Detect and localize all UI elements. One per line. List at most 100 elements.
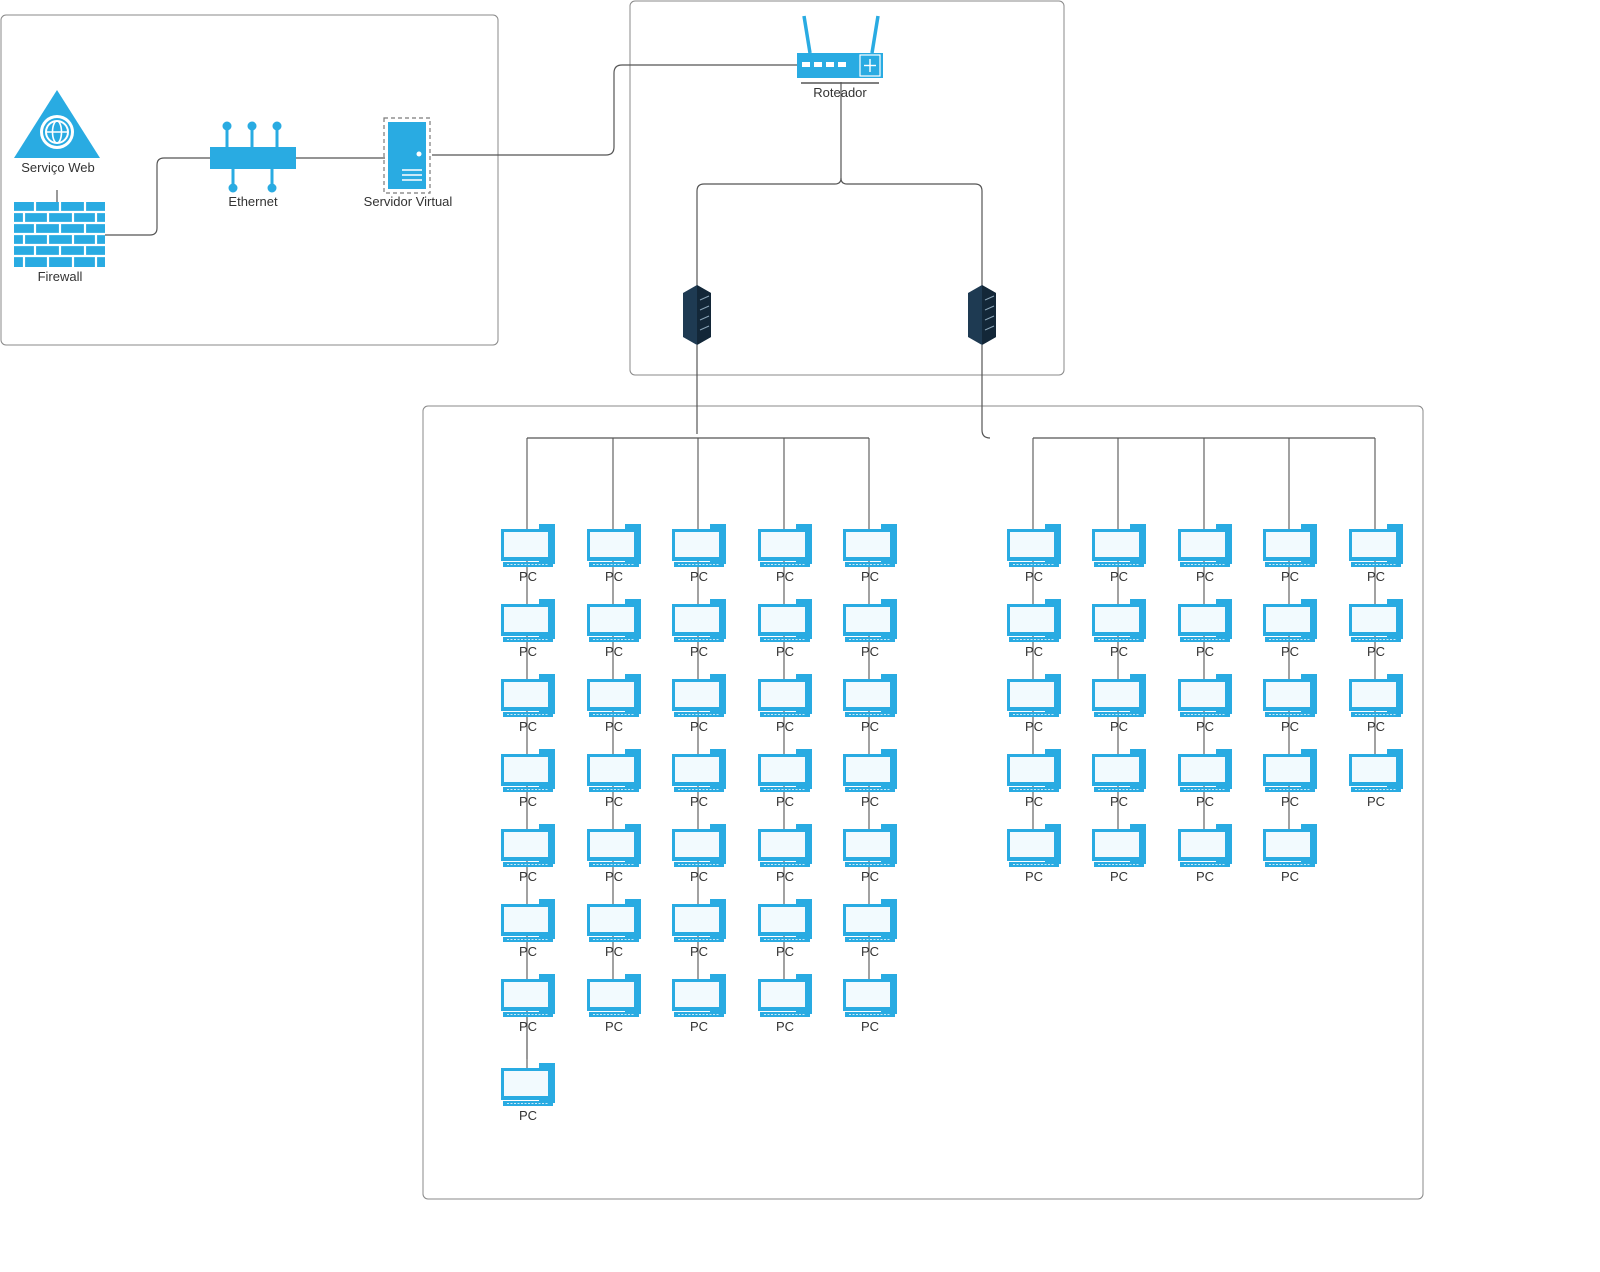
- pc-node[interactable]: PC: [1092, 824, 1146, 884]
- web-service-label: Serviço Web: [21, 160, 94, 175]
- pc-label: PC: [1196, 719, 1214, 734]
- pc-node[interactable]: PC: [1263, 524, 1317, 584]
- pc-label: PC: [1025, 794, 1043, 809]
- pc-label: PC: [1196, 644, 1214, 659]
- connector-firewall-ethernet: [105, 157, 210, 236]
- pc-node[interactable]: PC: [1263, 599, 1317, 659]
- pc-node[interactable]: PC: [758, 749, 812, 809]
- desktop-computer-icon: [587, 524, 641, 567]
- pc-node[interactable]: PC: [1007, 824, 1061, 884]
- pc-label: PC: [605, 869, 623, 884]
- pc-node[interactable]: PC: [758, 824, 812, 884]
- pc-node[interactable]: PC: [1178, 674, 1232, 734]
- desktop-computer-icon: [1349, 674, 1403, 717]
- pc-node[interactable]: PC: [1092, 674, 1146, 734]
- pc-node[interactable]: PC: [843, 974, 897, 1034]
- web-service-node[interactable]: Serviço Web: [14, 90, 100, 175]
- pc-layer: PC PC PC PC PC PC PC PC PC PC PC PC PC PC PC PC PC PC PC PC…: [501, 524, 1403, 1123]
- desktop-computer-icon: [1092, 599, 1146, 642]
- pc-label: PC: [776, 944, 794, 959]
- desktop-computer-icon: [672, 524, 726, 567]
- pc-node[interactable]: PC: [587, 749, 641, 809]
- pc-node[interactable]: PC: [843, 524, 897, 584]
- pc-node[interactable]: PC: [843, 674, 897, 734]
- pc-node[interactable]: PC: [501, 824, 555, 884]
- pc-node[interactable]: PC: [587, 599, 641, 659]
- switch-left-node[interactable]: [683, 285, 711, 345]
- connector-router-trunk: [696, 82, 842, 286]
- pc-node[interactable]: PC: [672, 974, 726, 1034]
- pc-node[interactable]: PC: [672, 749, 726, 809]
- pc-node[interactable]: PC: [672, 524, 726, 584]
- desktop-computer-icon: [501, 974, 555, 1017]
- pc-node[interactable]: PC: [1007, 524, 1061, 584]
- pc-node[interactable]: PC: [758, 899, 812, 959]
- pc-label: PC: [1367, 719, 1385, 734]
- pc-node[interactable]: PC: [1349, 674, 1403, 734]
- pc-node[interactable]: PC: [758, 674, 812, 734]
- firewall-node[interactable]: Firewall: [14, 202, 105, 284]
- desktop-computer-icon: [672, 974, 726, 1017]
- pc-node[interactable]: PC: [587, 674, 641, 734]
- pc-node[interactable]: PC: [758, 524, 812, 584]
- pc-node[interactable]: PC: [843, 899, 897, 959]
- pc-node[interactable]: PC: [1092, 749, 1146, 809]
- router-node[interactable]: Roteador: [797, 15, 883, 100]
- pc-node[interactable]: PC: [501, 974, 555, 1034]
- pc-node[interactable]: PC: [672, 599, 726, 659]
- pc-node[interactable]: PC: [1349, 524, 1403, 584]
- ethernet-node[interactable]: Ethernet: [210, 121, 296, 209]
- pc-node[interactable]: PC: [587, 899, 641, 959]
- pc-node[interactable]: PC: [1178, 824, 1232, 884]
- desktop-computer-icon: [1092, 524, 1146, 567]
- virtual-server-node[interactable]: Servidor Virtual: [364, 117, 453, 209]
- pc-node[interactable]: PC: [1263, 824, 1317, 884]
- pc-node[interactable]: PC: [1092, 524, 1146, 584]
- pc-node[interactable]: PC: [758, 974, 812, 1034]
- pc-node[interactable]: PC: [1007, 599, 1061, 659]
- pc-node[interactable]: PC: [587, 974, 641, 1034]
- pc-node[interactable]: PC: [1178, 599, 1232, 659]
- pc-node[interactable]: PC: [672, 824, 726, 884]
- pc-label: PC: [776, 719, 794, 734]
- pc-node[interactable]: PC: [672, 899, 726, 959]
- pc-node[interactable]: PC: [501, 1063, 555, 1123]
- desktop-computer-icon: [843, 824, 897, 867]
- pc-node[interactable]: PC: [587, 524, 641, 584]
- pc-node[interactable]: PC: [1007, 674, 1061, 734]
- pc-label: PC: [1025, 719, 1043, 734]
- pc-node[interactable]: PC: [1178, 524, 1232, 584]
- pc-node[interactable]: PC: [1349, 599, 1403, 659]
- pc-label: PC: [776, 794, 794, 809]
- pc-label: PC: [690, 944, 708, 959]
- ethernet-label: Ethernet: [228, 194, 278, 209]
- pc-node[interactable]: PC: [501, 899, 555, 959]
- virtual-server-label: Servidor Virtual: [364, 194, 453, 209]
- router-icon: [797, 15, 883, 84]
- pc-node[interactable]: PC: [1178, 749, 1232, 809]
- pc-node[interactable]: PC: [501, 524, 555, 584]
- desktop-computer-icon: [1092, 674, 1146, 717]
- pc-node[interactable]: PC: [1007, 749, 1061, 809]
- desktop-computer-icon: [1349, 524, 1403, 567]
- pc-label: PC: [605, 719, 623, 734]
- pc-node[interactable]: PC: [1092, 599, 1146, 659]
- switch-right-node[interactable]: [968, 285, 996, 345]
- pc-node[interactable]: PC: [501, 599, 555, 659]
- pc-node[interactable]: PC: [501, 749, 555, 809]
- pc-label: PC: [1281, 794, 1299, 809]
- pc-label: PC: [776, 644, 794, 659]
- pc-node[interactable]: PC: [672, 674, 726, 734]
- desktop-computer-icon: [758, 824, 812, 867]
- pc-node[interactable]: PC: [587, 824, 641, 884]
- pc-node[interactable]: PC: [843, 824, 897, 884]
- pc-node[interactable]: PC: [843, 599, 897, 659]
- pc-label: PC: [1367, 644, 1385, 659]
- pc-label: PC: [519, 719, 537, 734]
- pc-node[interactable]: PC: [501, 674, 555, 734]
- pc-node[interactable]: PC: [1349, 749, 1403, 809]
- pc-node[interactable]: PC: [758, 599, 812, 659]
- pc-node[interactable]: PC: [843, 749, 897, 809]
- pc-node[interactable]: PC: [1263, 674, 1317, 734]
- pc-node[interactable]: PC: [1263, 749, 1317, 809]
